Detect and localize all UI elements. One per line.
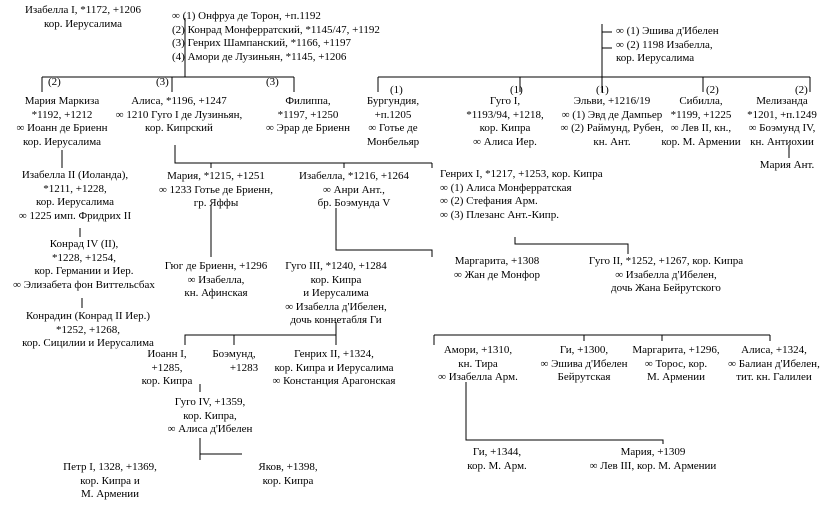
marriage-marker: (1) <box>510 84 523 96</box>
person-filippa: Филиппа, *1197, +1250 ∞ Эрар де Бриенн <box>265 95 351 134</box>
person-hugh-4: Гуго IV, +1359, кор. Кипра, ∞ Алиса д'Иб… <box>167 396 253 435</box>
person-guy-1344: Ги, +1344, кор. М. Арм. <box>467 446 527 472</box>
connector-amaury-children <box>377 24 811 92</box>
person-alisa: Алиса, *1196, +1247 ∞ 1210 Гуго I де Луз… <box>115 95 243 134</box>
connector-isabella-children <box>41 18 295 92</box>
person-conrad-4: Конрад IV (II), *1228, +1254, кор. Герма… <box>13 238 155 291</box>
person-henry-1: Генрих I, *1217, +1253, кор. Кипра ∞ (1)… <box>440 168 603 221</box>
marriage-marker: (2) <box>706 84 719 96</box>
person-maria-ant: Мария Ант. <box>759 159 815 171</box>
amaury-wives: ∞ (1) Эшива д'Ибелен ∞ (2) 1198 Изабелла… <box>616 25 719 64</box>
person-jacob: Яков, +1398, кор. Кипра <box>258 461 318 487</box>
connector-hugh4-children <box>199 438 242 460</box>
connector-amaury1310-children <box>465 382 664 444</box>
person-elvi: Эльви, +1216/19 ∞ (1) Эвд де Дампьер ∞ (… <box>560 95 664 148</box>
connector-alisa-children <box>174 145 433 168</box>
person-guy-1300: Ги, +1300, ∞ Эшива д'Ибелен Бейрутская <box>540 344 628 383</box>
marriage-marker: (1) <box>596 84 609 96</box>
person-burgundia: Бургундия, +п.1205 ∞ Готье де Монбельяр <box>366 95 420 148</box>
marriage-marker: (1) <box>390 84 403 96</box>
person-isabella-1216: Изабелла, *1216, +1264 ∞ Анри Ант., бр. … <box>298 170 410 209</box>
person-hugh-3: Гуго III, *1240, +1284 кор. Кипра и Иеру… <box>285 260 387 326</box>
person-sibilla: Сибилла, *1199, +1225 ∞ Лев II, кн., кор… <box>661 95 741 148</box>
connector-amaury-wives <box>602 31 612 49</box>
person-maria-1215: Мария, *1215, +1251 ∞ 1233 Готье де Брие… <box>159 170 273 209</box>
person-hugh-1: Гуго I, *1193/94, +1218, кор. Кипра ∞ Ал… <box>466 95 544 148</box>
person-margarita-1308: Маргарита, +1308 ∞ Жан де Монфор <box>454 255 540 281</box>
marriage-marker: (2) <box>48 76 61 88</box>
person-isabella-2: Изабелла II (Иоланда), *1211, +1228, кор… <box>18 169 132 222</box>
person-maria-markiza: Мария Маркиза *1192, +1212 ∞ Иоанн де Бр… <box>16 95 108 148</box>
person-hugh-brienne: Гюг де Бриенн, +1296 ∞ Изабелла, кн. Афи… <box>164 260 268 299</box>
connector-isabella1216-children <box>335 208 433 257</box>
person-amaury-1310: Амори, +1310, кн. Тира ∞ Изабелла Арм. <box>438 344 518 383</box>
person-margarita-1296: Маргарита, +1296, ∞ Торос, кор. М. Армен… <box>632 344 720 383</box>
person-hugh-2: Гуго II, *1252, +1267, кор. Кипра ∞ Изаб… <box>588 255 744 294</box>
connector-hugh3-children <box>184 322 771 345</box>
person-john-1: Иоанн I, +1285, кор. Кипра <box>141 348 193 387</box>
connector-henry1-child <box>514 237 629 254</box>
marriage-marker: (3) <box>266 76 279 88</box>
person-henry-2: Генрих II, +1324, кор. Кипра и Иерусалим… <box>272 348 396 387</box>
person-bohemond: Боэмунд, +1283 <box>212 348 259 374</box>
person-alisa-1324: Алиса, +1324, ∞ Балиан д'Ибелен, тит. кн… <box>728 344 820 383</box>
marriage-marker: (3) <box>156 76 169 88</box>
person-peter-1: Петр I, 1328, +1369, кор. Кипра и М. Арм… <box>63 461 157 500</box>
person-conradin: Конрадин (Конрад II Иер.) *1252, +1268, … <box>22 310 154 349</box>
person-melizanda: Мелизанда *1201, +п.1249 ∞ Боэмунд IV, к… <box>747 95 817 148</box>
person-maria-1309: Мария, +1309 ∞ Лев III, кор. М. Армении <box>589 446 717 472</box>
isabella-1-marriages: ∞ (1) Онфруа де Торон, +п.1192 (2) Конра… <box>172 10 380 63</box>
marriage-marker: (2) <box>795 84 808 96</box>
person-isabella-1: Изабелла I, *1172, +1206 кор. Иерусалима <box>24 4 142 30</box>
